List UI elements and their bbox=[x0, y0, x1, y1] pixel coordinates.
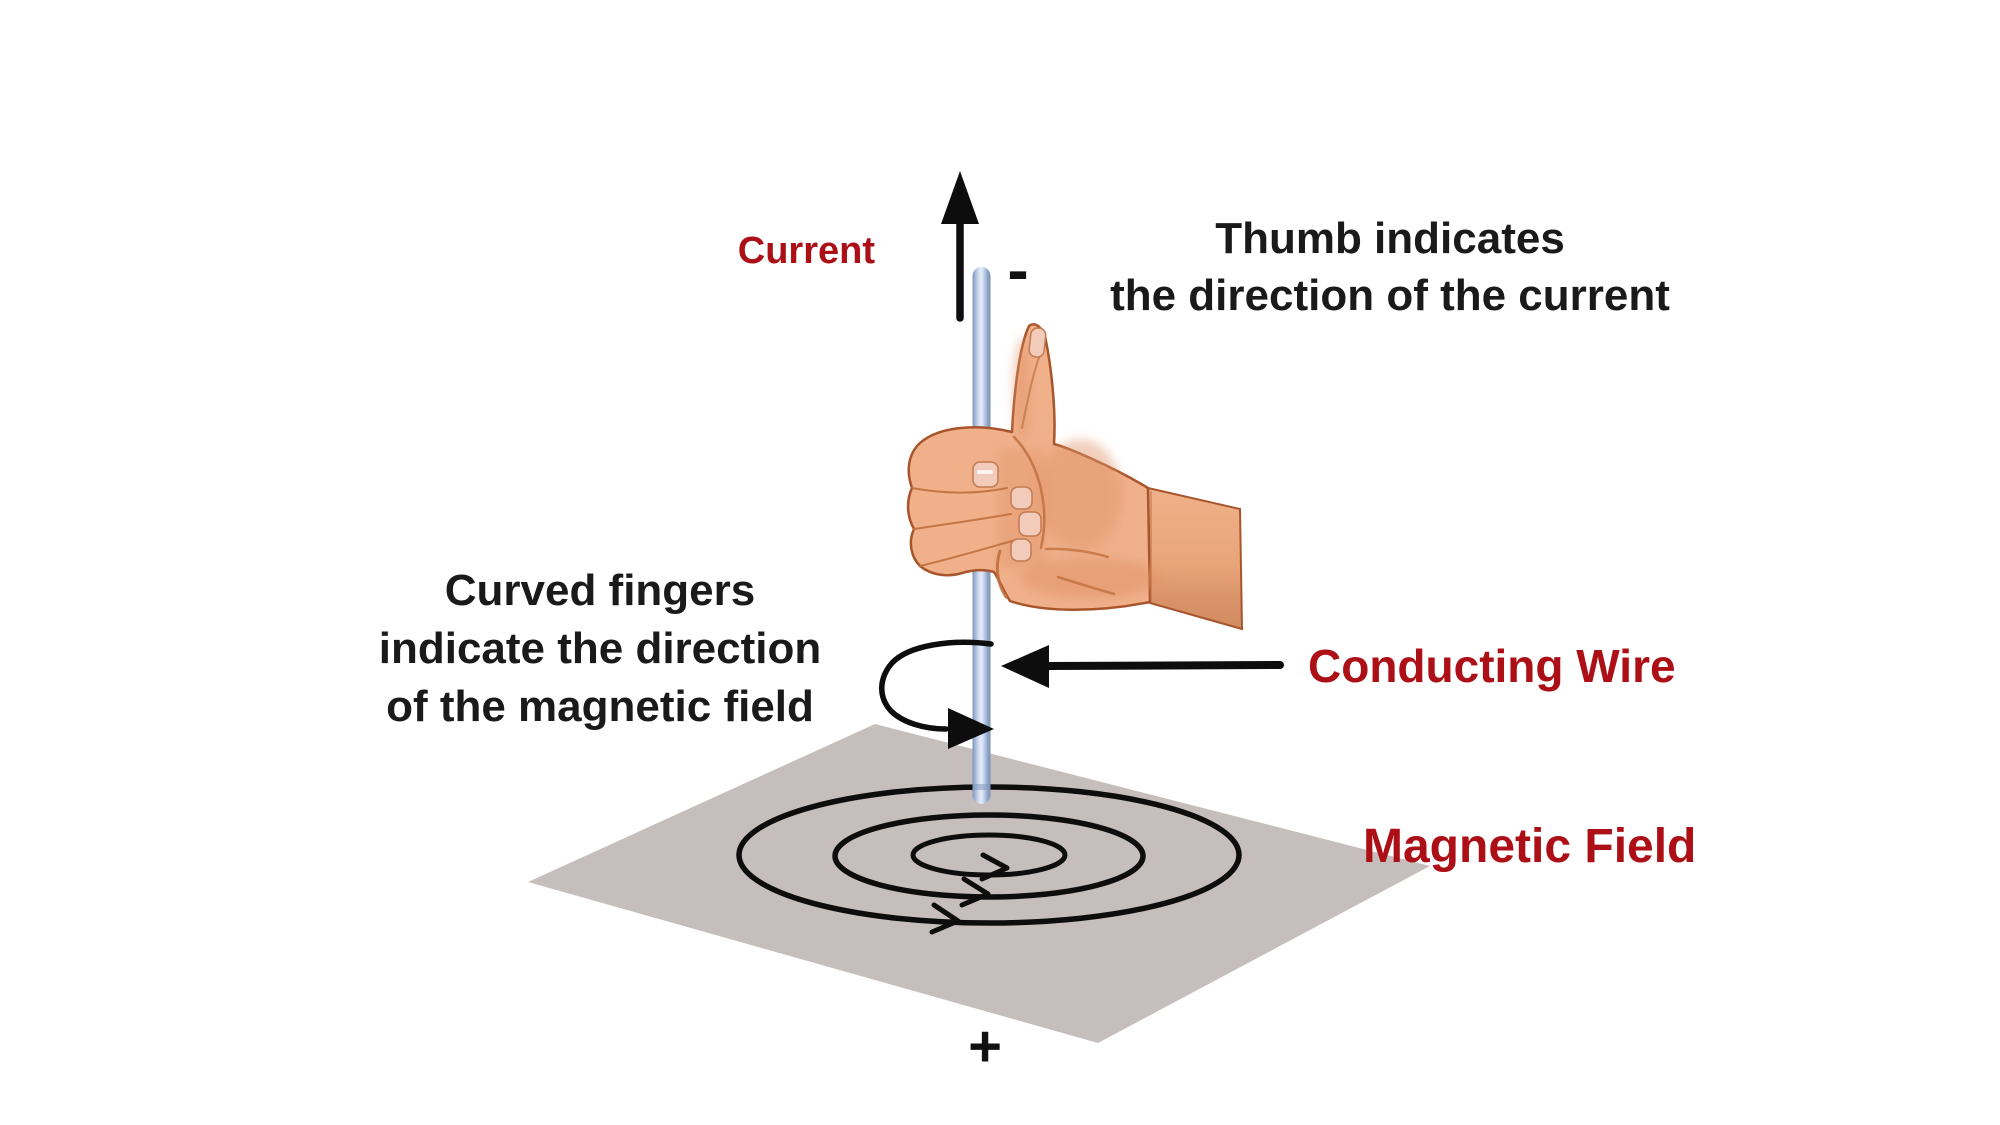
fingers-annotation-line3: of the magnetic field bbox=[386, 682, 814, 731]
fingernails bbox=[972, 327, 1047, 562]
thumb-annotation-line2: the direction of the current bbox=[1110, 271, 1670, 320]
current-direction-arrow bbox=[941, 171, 979, 322]
forearm bbox=[1146, 486, 1244, 631]
fingers-annotation-line2: indicate the direction bbox=[378, 624, 822, 673]
conducting-wire-label: Conducting Wire bbox=[1308, 640, 1676, 692]
thumb-annotation: Thumb indicates the direction of the cur… bbox=[1080, 210, 1700, 324]
hand-illustration bbox=[906, 323, 1244, 631]
magnetic-field-plane bbox=[528, 724, 1430, 1043]
minus-sign: - bbox=[1007, 234, 1029, 306]
fingers-annotation: Curved fingers indicate the direction of… bbox=[320, 562, 880, 736]
fingers-annotation-line1: Curved fingers bbox=[444, 566, 756, 615]
field-line-direction-chevrons bbox=[929, 852, 1010, 935]
magnetic-field-label: Magnetic Field bbox=[1363, 820, 1697, 873]
thumb-annotation-line1: Thumb indicates bbox=[1215, 214, 1565, 263]
plus-sign: + bbox=[968, 1014, 1002, 1079]
conducting-wire-pointer-arrow bbox=[1001, 645, 1284, 688]
current-label: Current bbox=[737, 230, 875, 272]
magnetic-field-loop-arrow bbox=[879, 639, 994, 749]
